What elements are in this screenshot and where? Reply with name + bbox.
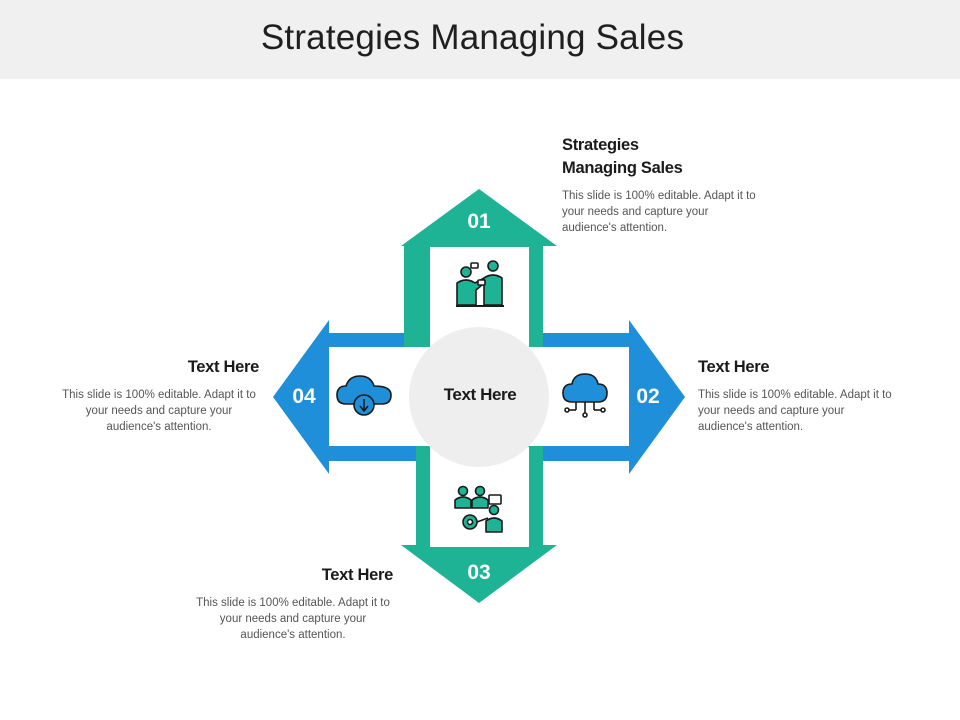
step-number-03: 03 <box>467 561 491 584</box>
step-02-heading: Text Here <box>698 358 770 376</box>
title-bar <box>0 0 960 79</box>
step-02-description: This slide is 100% editable. Adapt it to… <box>698 389 892 433</box>
cloud-download-icon <box>336 375 392 416</box>
text-block-03: Text Here This slide is 100% editable. A… <box>193 564 393 643</box>
text-block-04: Text Here This slide is 100% editable. A… <box>59 356 259 435</box>
center-label: Text Here <box>443 385 517 404</box>
step-01-description: This slide is 100% editable. Adapt it to… <box>562 190 756 234</box>
text-block-01: Strategies Managing Sales This slide is … <box>562 134 762 236</box>
cloud-network-icon <box>562 373 608 418</box>
step-number-02: 02 <box>636 385 660 408</box>
text-block-02: Text Here This slide is 100% editable. A… <box>698 356 898 435</box>
step-04-heading: Text Here <box>187 358 260 376</box>
two-people-discussion-icon <box>456 260 504 307</box>
step-number-04: 04 <box>292 385 316 408</box>
team-settings-icon <box>454 485 503 533</box>
step-01-heading-line2: Managing Sales <box>562 159 683 177</box>
step-number-01: 01 <box>467 210 491 233</box>
page-title: Strategies Managing Sales <box>260 18 685 57</box>
step-01-heading: Strategies Managing Sales <box>562 134 762 180</box>
step-01-heading-line1: Strategies <box>562 136 639 154</box>
center-circle <box>409 327 549 467</box>
step-04-description: This slide is 100% editable. Adapt it to… <box>62 389 256 433</box>
step-03-heading: Text Here <box>321 566 394 584</box>
step-03-description: This slide is 100% editable. Adapt it to… <box>196 597 390 641</box>
